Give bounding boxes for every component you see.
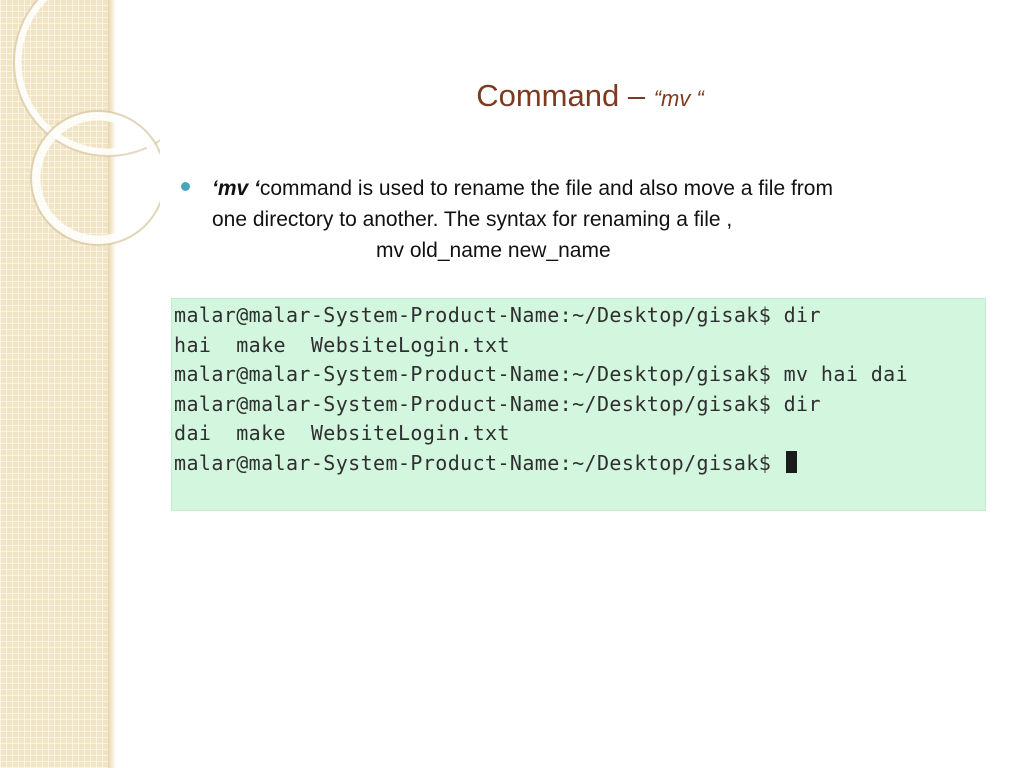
terminal-line: malar@malar-System-Product-Name:~/Deskto…: [174, 391, 821, 416]
terminal-line: dai make WebsiteLogin.txt: [174, 421, 510, 446]
bullet-text: ‘mv ‘command is used to rename the file …: [212, 173, 992, 266]
terminal-prompt-line: malar@malar-System-Product-Name:~/Deskto…: [174, 449, 985, 479]
ring-large: [14, 0, 160, 156]
terminal-line: hai make WebsiteLogin.txt: [174, 332, 510, 357]
terminal-screenshot: malar@malar-System-Product-Name:~/Deskto…: [171, 298, 986, 511]
ring-small: [31, 111, 160, 245]
bullet-icon: [181, 182, 190, 191]
terminal-line: malar@malar-System-Product-Name:~/Deskto…: [174, 303, 821, 327]
title-prefix: Command –: [476, 78, 654, 113]
ring-small-shade: [30, 110, 160, 246]
ring-large-shade: [13, 0, 160, 157]
sidebar-edge: [108, 0, 116, 768]
cursor-icon: [785, 450, 797, 473]
slide-title: Command – “mv “: [380, 78, 800, 114]
description-line2: one directory to another. The syntax for…: [212, 208, 733, 231]
title-command: “mv “: [653, 86, 704, 111]
command-name: ‘mv ‘: [212, 177, 260, 200]
terminal-prompt: malar@malar-System-Product-Name:~/Deskto…: [174, 450, 784, 475]
description-line1: command is used to rename the file and a…: [259, 177, 833, 200]
decorative-rings: [13, 0, 160, 246]
syntax-example: mv old_name new_name: [376, 239, 611, 262]
terminal-line: malar@malar-System-Product-Name:~/Deskto…: [174, 362, 909, 387]
